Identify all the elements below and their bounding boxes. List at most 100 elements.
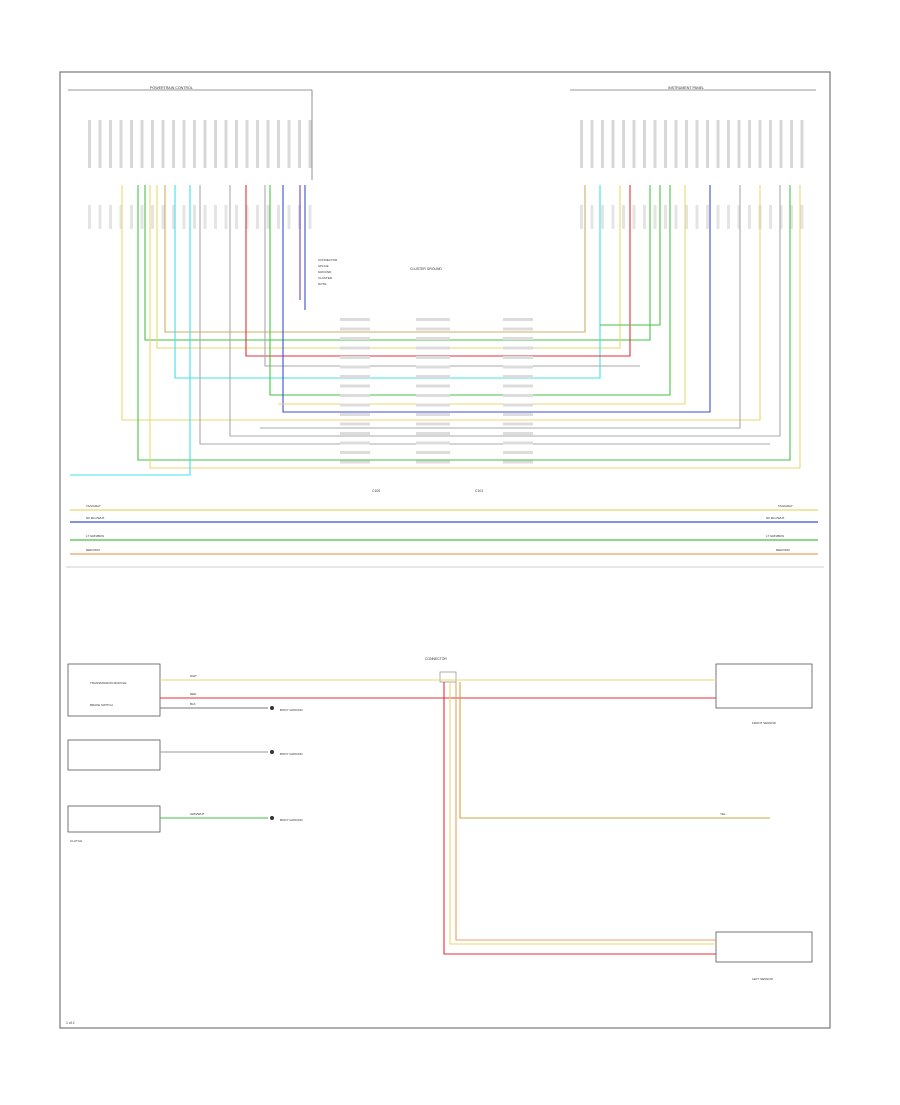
- wire-olive-1: [164, 185, 586, 333]
- svg-text:SPLICE: SPLICE: [318, 264, 329, 268]
- center-row-cell: [503, 327, 533, 331]
- wire-red-bottom-2: [443, 682, 716, 955]
- wire-code-tick: [611, 205, 615, 229]
- center-row-cell: [416, 413, 450, 416]
- center-row-cell: [416, 365, 450, 369]
- wire-code-tick: [674, 205, 678, 229]
- center-row-cell: [340, 375, 370, 378]
- wire-code-tick: [779, 205, 783, 229]
- center-row-cell: [340, 451, 370, 454]
- center-row-cell: [340, 422, 370, 426]
- center-row-cell: [503, 422, 533, 426]
- center-row-cell: [416, 384, 450, 388]
- wire-label-4: GRN/WHT: [190, 812, 204, 816]
- wire-code-tick: [590, 205, 594, 229]
- wire-green-1: [144, 185, 651, 341]
- pin-label-tick: [140, 120, 144, 168]
- center-row-cell: [503, 365, 533, 369]
- pin-label-tick: [664, 120, 667, 168]
- svg-text:CLUSTER: CLUSTER: [318, 276, 333, 280]
- pin-label-tick: [298, 120, 301, 168]
- left-module-3-label: CLUTCH: [70, 839, 82, 843]
- pin-label-tick: [193, 120, 196, 168]
- wire-yellow-3: [149, 185, 801, 469]
- wire-code-tick: [98, 205, 102, 229]
- wire-code-tick: [664, 205, 667, 229]
- wire-olive-bottom: [459, 682, 770, 819]
- wire-code-tick: [748, 205, 751, 229]
- bottom-splice-box: [439, 671, 457, 683]
- bus-blue-label-right: DK BLU/WHT: [766, 516, 785, 520]
- pin-label-tick: [779, 120, 783, 168]
- ground-symbol-2: [270, 750, 274, 754]
- center-row-cell: [416, 318, 450, 321]
- right-module-box-2: [715, 931, 813, 963]
- pin-label-tick: [601, 120, 604, 168]
- center-row-cell: [340, 413, 370, 416]
- center-row-cell: [503, 403, 533, 407]
- wire-code-tick: [727, 205, 730, 229]
- pin-label-tick: [203, 120, 207, 168]
- pin-label-tick: [308, 120, 312, 168]
- wire-code-tick: [245, 205, 249, 229]
- ground-label-3: BODY GROUND: [280, 818, 303, 822]
- ground-symbol-1: [270, 706, 274, 710]
- wire-code-tick: [182, 205, 186, 229]
- center-row-cell: [340, 318, 370, 321]
- wire-code-tick: [800, 205, 804, 229]
- ground-symbol-3: [270, 816, 274, 820]
- pin-label-tick: [172, 120, 175, 168]
- pin-label-tick: [727, 120, 730, 168]
- center-row-cell: [416, 356, 450, 359]
- pin-label-tick: [674, 120, 678, 168]
- center-row-cell: [416, 327, 450, 331]
- ground-label-1: BODY GROUND: [280, 708, 303, 712]
- bus-orange-label-left: RED/ORN: [86, 548, 100, 552]
- wire-code-tick: [653, 205, 657, 229]
- center-row-cell: [503, 432, 533, 435]
- center-row-cell: [416, 432, 450, 435]
- center-row-cell: [416, 460, 450, 464]
- wire-code-tick: [632, 205, 636, 229]
- bus-lines: TAN/GRAY DK BLU/WHT LT GRN/BRN RED/ORN T…: [70, 504, 818, 555]
- pin-label-tick: [214, 120, 217, 168]
- bus-orange-label-right: RED/ORN: [776, 548, 790, 552]
- center-row-cell: [340, 460, 370, 464]
- center-row-cell: [503, 356, 533, 359]
- left-module-box-3: [67, 805, 161, 833]
- pin-label-tick: [643, 120, 646, 168]
- wire-code-tick: [119, 205, 123, 229]
- wire-code-tick: [203, 205, 207, 229]
- wire-green-3: [137, 185, 791, 461]
- center-row-cell: [503, 346, 533, 350]
- wire-code-tick: [140, 205, 144, 229]
- wire-label-5: YEL: [720, 812, 726, 816]
- center-row-cell: [416, 346, 450, 350]
- center-row-cell: [503, 413, 533, 416]
- wire-code-tick: [109, 205, 112, 229]
- center-row-cell: [340, 327, 370, 331]
- center-row-cell: [416, 451, 450, 454]
- pin-label-tick: [706, 120, 709, 168]
- wire-label-1: WHT: [190, 674, 197, 678]
- center-row-cell: [340, 337, 370, 340]
- bottom-splice-title: CONNECTOR: [425, 657, 447, 661]
- pin-label-tick: [151, 120, 154, 168]
- center-row-cell: [416, 441, 450, 445]
- wire-yellow-1: [156, 185, 621, 349]
- wire-gray-2: [229, 185, 781, 437]
- center-row-cell: [503, 337, 533, 340]
- center-row-cell: [416, 403, 450, 407]
- left-module-2-label: BRAKE SWITCH: [90, 703, 113, 707]
- wire-code-tick: [643, 205, 646, 229]
- center-row-cell: [340, 356, 370, 359]
- left-module-box-2: [67, 739, 161, 771]
- wire-blue-1: [282, 185, 711, 413]
- wire-yellow-4: [278, 185, 686, 405]
- wire-code-tick: [790, 205, 793, 229]
- wire-gray-3: [199, 185, 770, 445]
- wire-code-tick: [580, 205, 583, 229]
- pin-label-tick: [224, 120, 228, 168]
- pin-label-tick: [611, 120, 615, 168]
